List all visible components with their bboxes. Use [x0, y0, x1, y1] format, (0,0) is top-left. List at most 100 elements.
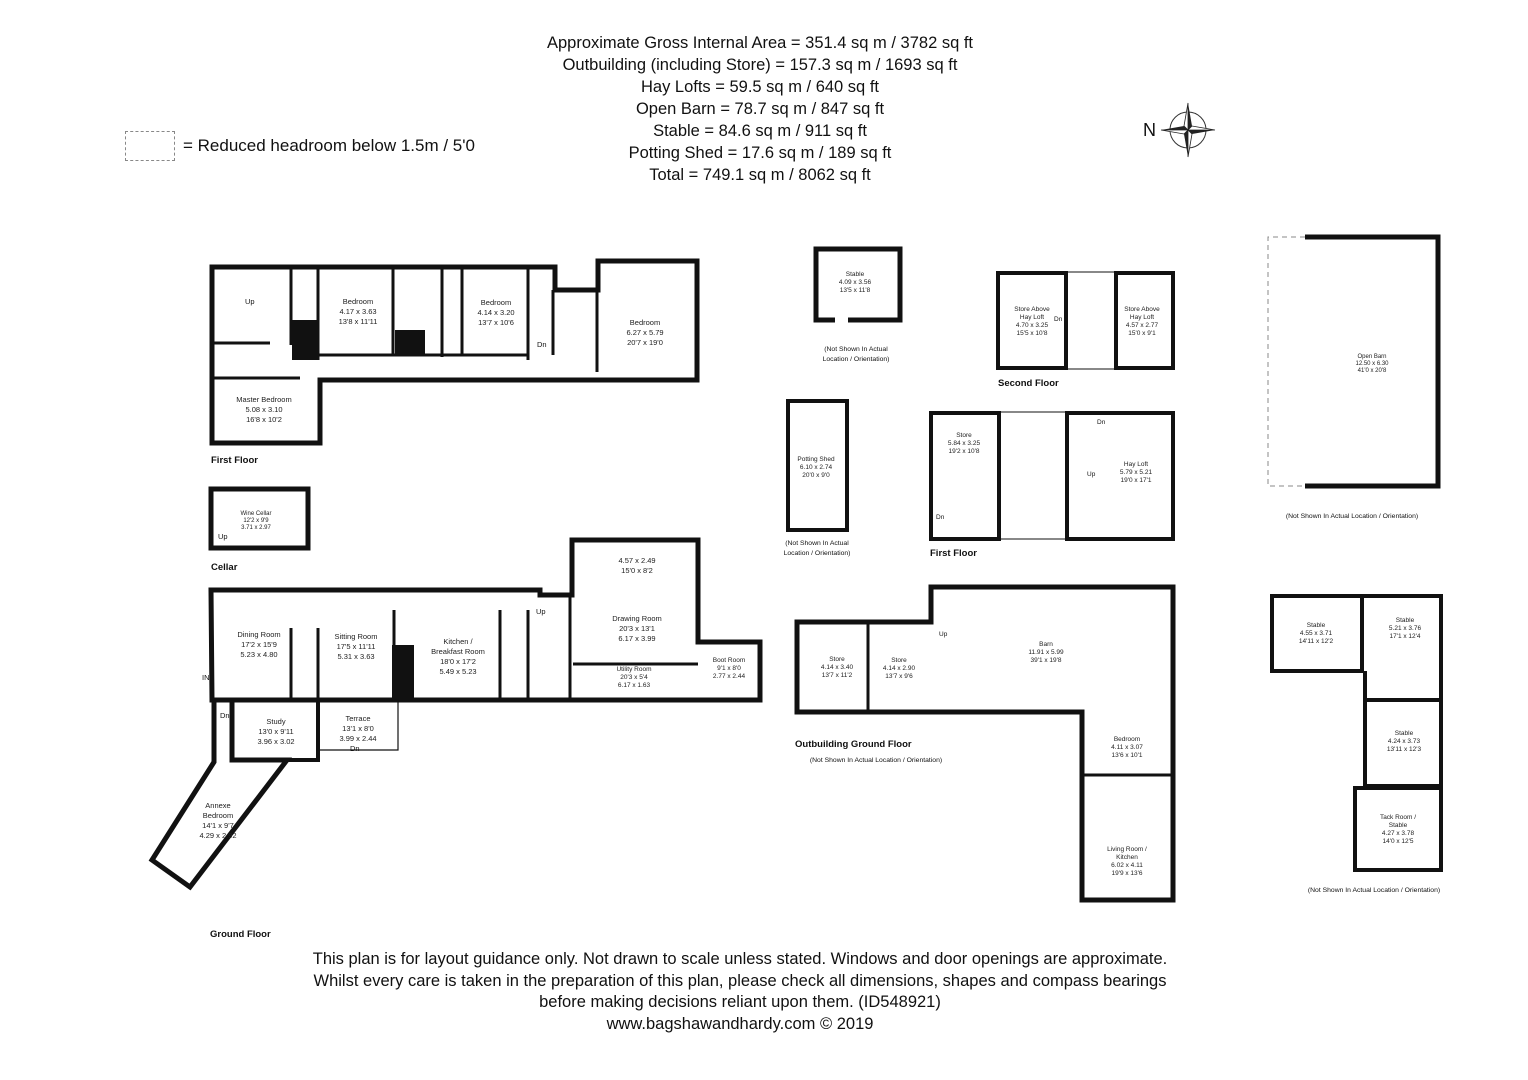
disclaimer: This plan is for layout guidance only. N… — [240, 949, 1240, 1035]
room-label-line: 16'8 x 10'2 — [246, 415, 282, 424]
copyright: © 2019 — [819, 1014, 874, 1033]
not-shown-note: (Not Shown In Actual Location / Orientat… — [1285, 513, 1419, 520]
room-label-line: Stable — [1394, 730, 1414, 737]
store-outline — [929, 411, 1001, 541]
outbuilding-ground-outline — [794, 584, 1176, 903]
disclaimer-line: Whilst every care is taken in the prepar… — [313, 971, 1167, 990]
room-label-line: 14'0 x 12'5 — [1382, 838, 1414, 845]
stair-down-label: Dn — [537, 340, 547, 349]
area-line: Outbuilding (including Store) = 157.3 sq… — [562, 56, 958, 74]
compass-north-label: N — [1143, 119, 1156, 140]
terrace-outline — [317, 699, 399, 751]
room-label-line: Stable — [1388, 822, 1408, 829]
room-label-line: 4.24 x 3.73 — [1387, 738, 1421, 745]
website-link[interactable]: www.bagshawandhardy.com — [606, 1014, 816, 1033]
room-label-line: Potting Shed — [797, 456, 835, 463]
stair-down-label: Dn — [936, 514, 945, 521]
room-label-line: 41'0 x 20'8 — [1357, 368, 1387, 374]
open-barn-outline — [1305, 234, 1441, 489]
stable-outline — [813, 246, 903, 323]
room-label-line: 13'1 x 8'0 — [342, 724, 374, 733]
annexe-outline — [148, 697, 293, 891]
room-label-line: 5.49 x 5.23 — [439, 667, 477, 676]
room-label-line: 4.11 x 3.07 — [1111, 744, 1143, 751]
room-label-line: 20'3 x 5'4 — [620, 674, 648, 681]
stair-down-label: Dn — [1054, 316, 1063, 323]
disclaimer-line: This plan is for layout guidance only. N… — [312, 950, 1168, 968]
store-above-hay-loft-2 — [1114, 271, 1175, 370]
hay-loft-outline — [1065, 411, 1175, 541]
room-label-line: 5.23 x 4.80 — [240, 650, 278, 659]
room-label-line: Sitting Room — [334, 632, 378, 641]
room-label-line: Barn — [1039, 641, 1053, 648]
room-label-line: 3.96 x 3.02 — [257, 737, 295, 746]
room-label-line: 4.55 x 3.71 — [1299, 630, 1333, 637]
room-label-line: 15'0 x 8'2 — [621, 566, 653, 575]
area-line: Approximate Gross Internal Area = 351.4 … — [546, 34, 974, 52]
room-label-line: 3.99 x 2.44 — [339, 734, 377, 743]
area-line: Hay Lofts = 59.5 sq m / 640 sq ft — [640, 78, 879, 96]
room-label-line: Store — [829, 656, 845, 663]
room-label-line: 39'1 x 19'8 — [1030, 657, 1062, 664]
room-label-line: 13'5 x 11'8 — [839, 287, 871, 294]
room-label-line: (Not Shown In Actual — [824, 346, 888, 353]
room-label-line: Utility Room — [616, 666, 652, 673]
room-label-line: Master Bedroom — [236, 395, 292, 404]
room-label-line: 2.77 x 2.44 — [712, 673, 746, 680]
floor-label-second-floor: Second Floor — [998, 378, 1059, 389]
room-label-line: Breakfast Room — [431, 647, 485, 656]
room-label-line: 17'1 x 12'4 — [1389, 633, 1421, 640]
room-label-line: 4.14 x 3.20 — [477, 308, 515, 317]
stair-up-label: Up — [939, 631, 948, 638]
floor-label-first-floor: First Floor — [211, 455, 258, 466]
stair-up-label: Up — [245, 297, 255, 306]
room-label-line: 20'0 x 9'0 — [802, 472, 830, 479]
legend-text: = Reduced headroom below 1.5m / 5'0 — [183, 136, 475, 155]
room-label-line: 4.57 x 2.77 — [1125, 322, 1159, 329]
room-label-line: 18'0 x 17'2 — [440, 657, 476, 666]
stair-down-label: Dn — [350, 744, 360, 753]
room-label-line: Store — [956, 432, 972, 439]
room-label-line: 6.27 x 5.79 — [626, 328, 664, 337]
stair-down-label: Dn — [220, 711, 230, 720]
room-label-line: 4.14 x 3.40 — [820, 664, 854, 671]
area-summary: Approximate Gross Internal Area = 351.4 … — [420, 32, 1100, 186]
stair-up-label: Up — [536, 607, 546, 616]
room-label-line: 5.08 x 3.10 — [245, 405, 283, 414]
room-label-line: Dining Room — [237, 630, 281, 639]
room-label-line: 13'7 x 9'6 — [885, 673, 913, 680]
area-line: Potting Shed = 17.6 sq m / 189 sq ft — [628, 144, 892, 162]
room-label-line: 19'2 x 10'8 — [948, 448, 980, 455]
room-label-line: Kitchen — [1116, 854, 1138, 861]
floor-label-outbuilding-ground-floor: Outbuilding Ground Floor — [795, 739, 912, 750]
room-label-line: Bedroom — [202, 811, 234, 820]
room-label-line: 5.21 x 3.76 — [1388, 625, 1422, 632]
room-label-line: 4.70 x 3.25 — [1015, 322, 1049, 329]
stair-down-label: Dn — [1097, 419, 1106, 426]
area-line: Total = 749.1 sq m / 8062 sq ft — [649, 166, 871, 184]
room-label-line: Open Barn — [1357, 354, 1387, 360]
first-floor-outline — [209, 258, 700, 446]
room-label-line: Bedroom — [342, 297, 374, 306]
room-label-line: 5.31 x 3.63 — [337, 652, 375, 661]
room-label-line: 12'2 x 9'9 — [243, 518, 269, 524]
room-label-line: 20'7 x 19'0 — [627, 338, 663, 347]
room-label-line: 14'11 x 12'2 — [1298, 638, 1334, 645]
room-label-line: Living Room / — [1107, 846, 1147, 853]
